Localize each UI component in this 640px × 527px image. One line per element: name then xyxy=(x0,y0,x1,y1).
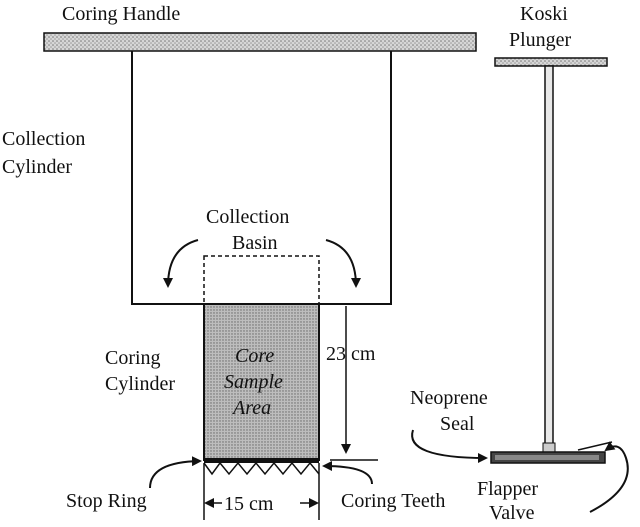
flapper-valve-arrow xyxy=(589,441,629,513)
koski-plunger-label-1: Koski xyxy=(520,3,568,25)
collection-basin-outline xyxy=(203,255,320,305)
collection-basin-arrow-right xyxy=(325,239,361,288)
coring-cylinder-label-1: Coring xyxy=(105,347,161,369)
neoprene-seal-label-1: Neoprene xyxy=(410,387,488,409)
collection-basin-label-2: Basin xyxy=(232,232,278,254)
neoprene-seal-label-2: Seal xyxy=(440,413,475,435)
coring-handle-bar xyxy=(43,32,477,52)
flapper-valve-label-2: Valve xyxy=(489,502,535,524)
plunger-top-plate xyxy=(494,57,608,67)
coring-handle-label: Coring Handle xyxy=(62,3,180,25)
flapper-valve-label-1: Flapper xyxy=(477,478,538,500)
collection-cylinder-label-2: Cylinder xyxy=(2,156,72,178)
flapper-valve xyxy=(495,455,599,460)
depth-label: 23 cm xyxy=(326,343,376,365)
flapper-valve-flap xyxy=(577,441,613,451)
plunger-shaft xyxy=(544,65,554,455)
neoprene-seal-arrow xyxy=(411,429,488,463)
coring-teeth-arrow xyxy=(322,461,373,485)
stop-ring xyxy=(204,458,319,463)
core-sample-label-2: Sample xyxy=(224,371,283,393)
koski-plunger-label-2: Plunger xyxy=(509,29,572,51)
stop-ring-arrow xyxy=(149,456,202,489)
core-sample-label-1: Core xyxy=(235,345,274,367)
coring-cylinder-label-2: Cylinder xyxy=(105,373,175,395)
core-sample-label-3: Area xyxy=(231,397,271,419)
coring-teeth-label: Coring Teeth xyxy=(341,490,445,512)
width-label: 15 cm xyxy=(224,493,274,515)
stop-ring-label: Stop Ring xyxy=(66,490,147,512)
collection-basin-arrow-left xyxy=(163,239,199,288)
collection-cylinder-label-1: Collection xyxy=(2,128,85,150)
collection-basin-label-1: Collection xyxy=(206,206,289,228)
coring-teeth xyxy=(203,461,320,476)
